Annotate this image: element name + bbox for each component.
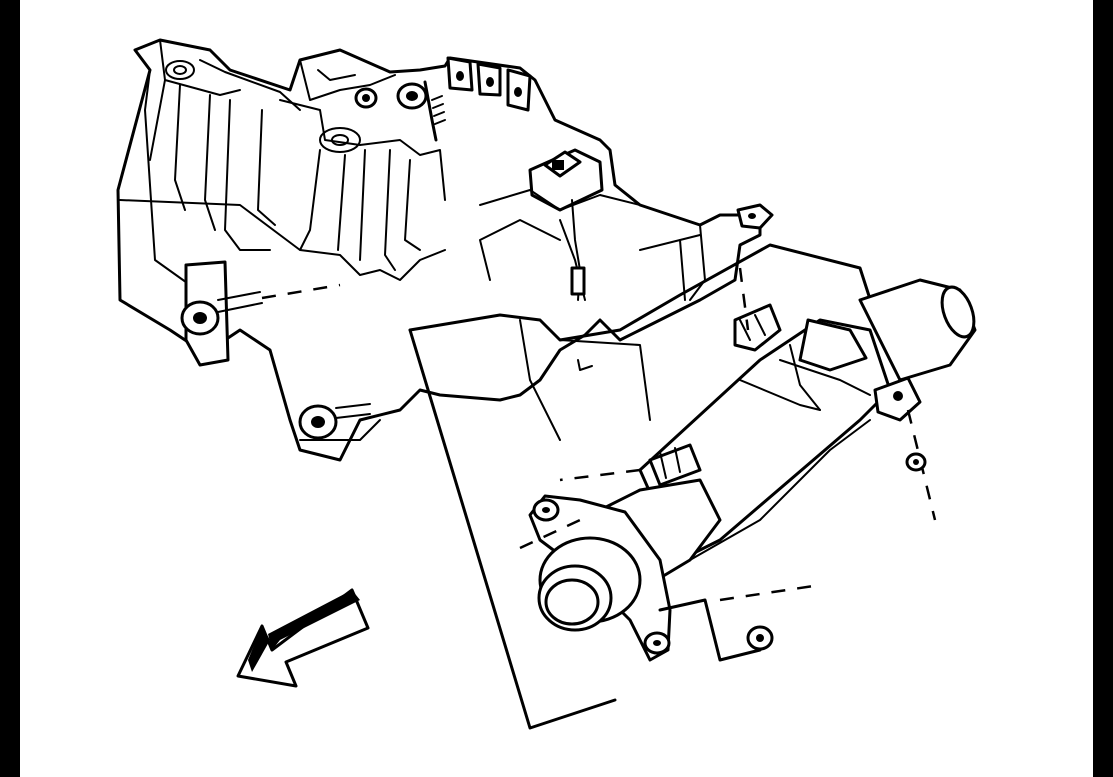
lower-bearing-boot: [537, 536, 642, 632]
top-bolt-b: [354, 87, 378, 109]
steering-column: [408, 243, 977, 730]
top-bolt-a: [396, 82, 428, 110]
mounting-nut-lower: [746, 625, 774, 651]
front-direction-arrow-icon: [236, 588, 370, 688]
mounting-nut-upper: [905, 452, 927, 472]
left-frame-edge: [0, 0, 20, 777]
dash-housing: [116, 38, 774, 462]
right-frame-edge: [1093, 0, 1113, 777]
left-side-bolt: [180, 260, 263, 367]
lower-housing-bolt: [298, 403, 371, 440]
